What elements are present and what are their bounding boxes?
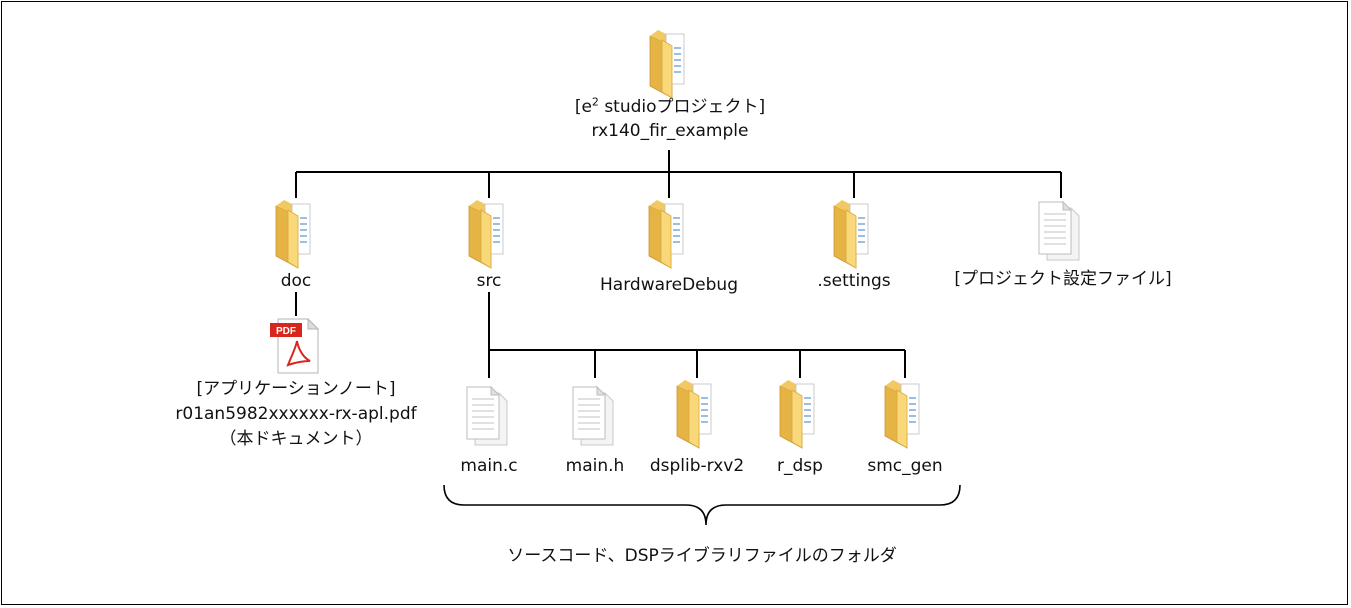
file-label-project-settings: [プロジェクト設定ファイル] [954, 269, 1172, 289]
folder-label-smc-gen: smc_gen [867, 456, 943, 476]
folder-icon [884, 379, 920, 449]
root-label-line1: [e2 studioプロジェクト] [574, 95, 766, 117]
folder-icon [468, 199, 504, 269]
folder-icon [648, 199, 684, 269]
pdf-badge: PDF [276, 326, 296, 337]
folder-icon [833, 199, 869, 269]
folder-label-hardwaredebug: HardwareDebug [600, 275, 738, 295]
folder-label-r-dsp: r_dsp [777, 456, 823, 476]
file-label-main-c: main.c [460, 456, 518, 476]
brace-caption: ソースコード、DSPライブラリファイルのフォルダ [507, 546, 897, 566]
folder-icon [649, 29, 685, 99]
folder-icon [275, 199, 311, 269]
folder-label-settings: .settings [817, 271, 891, 291]
pdf-label-line1: [アプリケーションノート] [196, 379, 396, 399]
folder-label-src: src [476, 271, 502, 291]
folder-icon [779, 379, 815, 449]
folder-icon [676, 379, 712, 449]
root-label-line2: rx140_fir_example [591, 121, 749, 141]
pdf-label-line2: r01an5982xxxxxx-rx-apl.pdf [175, 404, 417, 424]
file-label-main-h: main.h [565, 456, 625, 476]
folder-label-dsplib: dsplib-rxv2 [649, 456, 745, 476]
document-icon [572, 386, 614, 446]
document-icon [466, 386, 508, 446]
pdf-icon: PDF [270, 317, 320, 374]
pdf-label-line3: （本ドキュメント） [219, 429, 373, 449]
document-icon [1038, 201, 1080, 261]
folder-label-doc: doc [280, 271, 312, 291]
grouping-brace [443, 484, 961, 526]
